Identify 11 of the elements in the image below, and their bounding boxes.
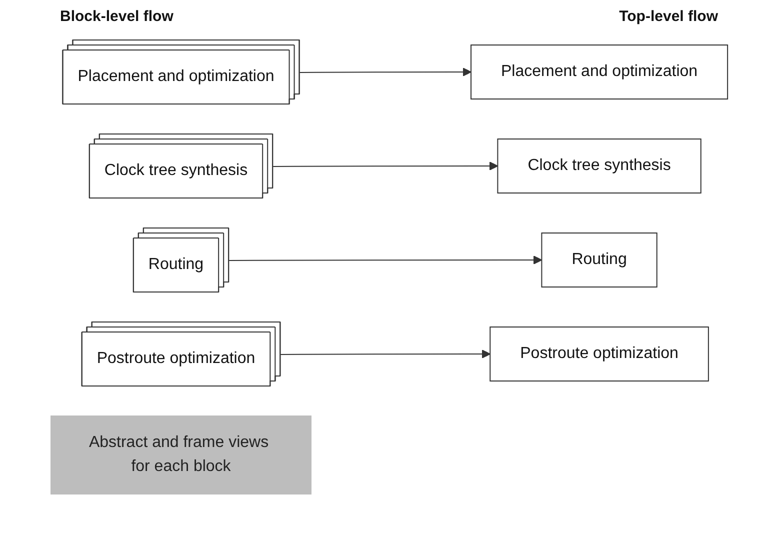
arrow [272, 162, 498, 170]
arrow [299, 68, 472, 76]
node-box: Abstract and frame views for each block [50, 416, 312, 494]
arrow [280, 350, 490, 358]
arrow [228, 256, 542, 264]
node-box: Postroute optimization [489, 326, 709, 382]
node-box: Routing [540, 232, 658, 288]
node-box: Placement and optimization [470, 44, 728, 100]
node-box: Clock tree synthesis [496, 138, 702, 194]
column-heading: Top-level flow [619, 8, 718, 27]
column-heading: Block-level flow [60, 8, 174, 27]
